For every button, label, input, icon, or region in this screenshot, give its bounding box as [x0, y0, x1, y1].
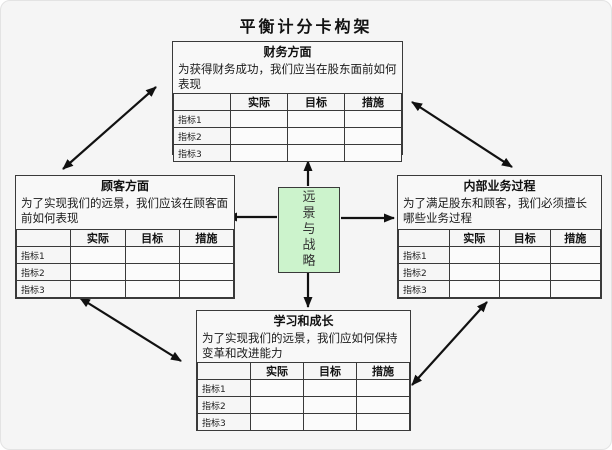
diagram-title: 平衡计分卡构架	[239, 17, 373, 36]
col-header-target: 目标	[303, 362, 357, 381]
table-row: 指标1	[197, 379, 410, 398]
row-label: 指标3	[173, 144, 231, 163]
table-row: 指标3	[173, 144, 402, 163]
empty-cell	[250, 413, 304, 432]
table-row: 指标3	[197, 413, 410, 432]
empty-cell	[448, 246, 500, 264]
corner-cell	[15, 229, 72, 247]
col-header-actual: 实际	[250, 362, 304, 381]
empty-cell	[499, 263, 551, 281]
col-header-target: 目标	[124, 229, 180, 247]
empty-cell	[70, 263, 126, 281]
customer-panel-title: 顾客方面	[100, 179, 149, 193]
empty-cell	[178, 263, 235, 281]
empty-cell	[499, 280, 551, 298]
learning-panel-desc: 为了实现我们的远景，我们应如何保持变革和改进能力	[202, 330, 398, 360]
empty-cell	[287, 110, 345, 129]
col-header-measure: 措施	[549, 229, 601, 247]
empty-cell	[448, 263, 500, 281]
table-row: 指标2	[15, 263, 235, 281]
internal-panel: 内部业务过程 为了满足股东和顾客，我们必须擅长哪些业务过程 实际 目标 措施 指…	[397, 175, 602, 299]
empty-cell	[549, 280, 601, 298]
table-row: 指标3	[15, 280, 235, 298]
empty-cell	[124, 263, 180, 281]
row-label: 指标2	[15, 263, 72, 281]
internal-panel-title: 内部业务过程	[463, 179, 536, 193]
col-header-measure: 措施	[344, 93, 402, 112]
empty-cell	[303, 379, 357, 398]
row-label: 指标2	[197, 396, 251, 415]
empty-cell	[448, 280, 500, 298]
row-label: 指标1	[173, 110, 231, 129]
customer-panel: 顾客方面 为了实现我们的远景，我们应该在顾客面前如何表现 实际 目标 措施 指标…	[15, 175, 235, 299]
row-label: 指标3	[15, 280, 72, 298]
learning-panel: 学习和成长 为了实现我们的远景，我们应如何保持变革和改进能力 实际 目标 措施 …	[196, 310, 411, 432]
table-row: 指标1	[15, 246, 235, 264]
empty-cell	[356, 396, 410, 415]
empty-cell	[250, 379, 304, 398]
empty-cell	[344, 110, 402, 129]
table-row: 指标2	[398, 263, 601, 281]
arrow-learning-internal	[411, 301, 488, 386]
row-label: 指标2	[398, 263, 450, 281]
empty-cell	[344, 144, 402, 163]
finance-panel-desc: 为获得财务成功，我们应当在股东面前如何表现	[178, 61, 397, 91]
col-header-measure: 措施	[178, 229, 235, 247]
empty-cell	[356, 413, 410, 432]
vision-strategy-label: 远景与战略	[302, 190, 316, 269]
empty-cell	[250, 396, 304, 415]
finance-panel: 财务方面 为获得财务成功，我们应当在股东面前如何表现 实际 目标 措施 指标1 …	[172, 41, 403, 163]
empty-cell	[178, 246, 235, 264]
row-label: 指标2	[173, 127, 231, 146]
empty-cell	[178, 280, 235, 298]
customer-panel-desc: 为了实现我们的远景，我们应该在顾客面前如何表现	[21, 195, 228, 225]
arrow-customer-learning	[79, 297, 182, 362]
row-label: 指标3	[398, 280, 450, 298]
row-label: 指标1	[15, 246, 72, 264]
finance-metrics-table: 实际 目标 措施 指标1 指标2 指标3	[173, 93, 402, 163]
empty-cell	[287, 127, 345, 146]
vision-strategy-box: 远景与战略	[278, 187, 340, 273]
empty-cell	[549, 246, 601, 264]
empty-cell	[344, 127, 402, 146]
empty-cell	[230, 110, 288, 129]
col-header-target: 目标	[499, 229, 551, 247]
table-row: 指标3	[398, 280, 601, 298]
internal-metrics-table: 实际 目标 措施 指标1 指标2 指标3	[398, 229, 601, 298]
internal-panel-desc: 为了满足股东和顾客，我们必须擅长哪些业务过程	[403, 195, 587, 225]
empty-cell	[356, 379, 410, 398]
empty-cell	[287, 144, 345, 163]
table-row: 指标2	[197, 396, 410, 415]
empty-cell	[70, 280, 126, 298]
col-header-measure: 措施	[356, 362, 410, 381]
col-header-actual: 实际	[70, 229, 126, 247]
col-header-target: 目标	[287, 93, 345, 112]
table-row: 指标1	[398, 246, 601, 264]
empty-cell	[70, 246, 126, 264]
customer-metrics-table: 实际 目标 措施 指标1 指标2 指标3	[15, 229, 235, 298]
finance-panel-title: 财务方面	[263, 45, 312, 59]
learning-panel-title: 学习和成长	[273, 314, 334, 328]
empty-cell	[499, 246, 551, 264]
corner-cell	[173, 93, 231, 112]
col-header-actual: 实际	[448, 229, 500, 247]
arrow-customer-finance	[62, 86, 157, 170]
col-header-actual: 实际	[230, 93, 288, 112]
empty-cell	[124, 280, 180, 298]
empty-cell	[124, 246, 180, 264]
row-label: 指标1	[398, 246, 450, 264]
arrow-finance-internal	[411, 101, 513, 168]
learning-metrics-table: 实际 目标 措施 指标1 指标2 指标3	[197, 362, 410, 432]
table-row: 指标2	[173, 127, 402, 146]
empty-cell	[303, 413, 357, 432]
corner-cell	[197, 362, 251, 381]
row-label: 指标1	[197, 379, 251, 398]
empty-cell	[303, 396, 357, 415]
table-row: 指标1	[173, 110, 402, 129]
empty-cell	[230, 127, 288, 146]
row-label: 指标3	[197, 413, 251, 432]
empty-cell	[230, 144, 288, 163]
corner-cell	[398, 229, 450, 247]
empty-cell	[549, 263, 601, 281]
